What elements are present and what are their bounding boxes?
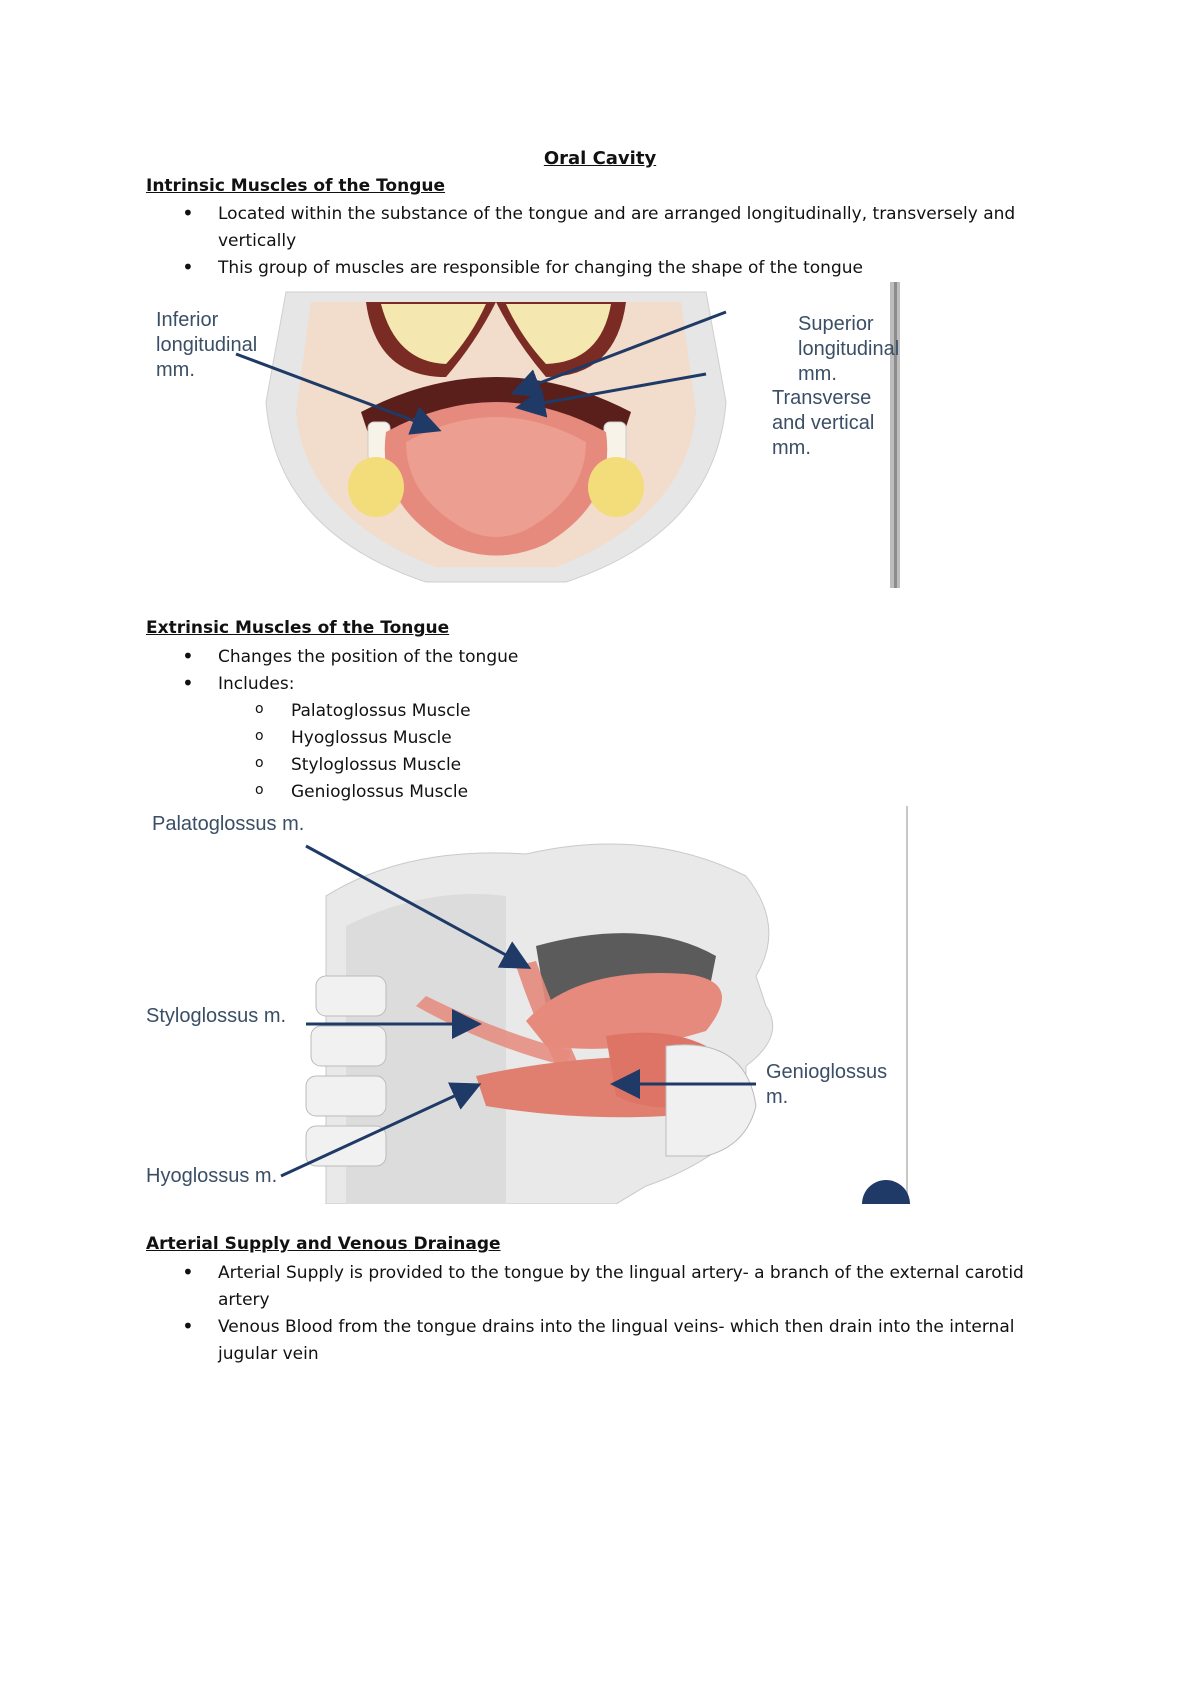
page-title: Oral Cavity: [543, 148, 657, 169]
supply-bullet-list: Arterial Supply is provided to the tongu…: [146, 1259, 1076, 1368]
extrinsic-heading: Extrinsic Muscles of the Tongue: [146, 618, 450, 638]
list-item: Located within the substance of the tong…: [146, 200, 1076, 255]
extrinsic-muscles-figure: Palatoglossus m. Styloglossus m. Geniogl…: [146, 806, 916, 1204]
head-neck-sagittal-image: [280, 806, 910, 1204]
includes-label: Includes:: [218, 674, 295, 694]
inferior-longitudinal-label: Inferior longitudinal mm.: [156, 309, 258, 381]
hyoglossus-label: Hyoglossus m.: [146, 1165, 278, 1187]
transverse-vertical-label: Transverse and vertical mm.: [772, 387, 875, 459]
list-item: Changes the position of the tongue: [146, 643, 1076, 671]
intrinsic-bullet-list: Located within the substance of the tong…: [146, 200, 1076, 282]
list-item: This group of muscles are responsible fo…: [146, 254, 1076, 282]
intrinsic-muscles-figure: Inferior longitudinal mm. Superior longi…: [146, 282, 916, 588]
supply-heading: Arterial Supply and Venous Drainage: [146, 1234, 501, 1254]
list-item: Palatoglossus Muscle: [218, 696, 1076, 725]
list-item: Includes: Palatoglossus Muscle Hyoglossu…: [146, 670, 1076, 806]
superior-longitudinal-label: Superior longitudinal mm.: [798, 313, 900, 385]
styloglossus-label: Styloglossus m.: [146, 1005, 287, 1027]
extrinsic-bullet-list: Changes the position of the tongue Inclu…: [146, 643, 1076, 806]
intrinsic-heading: Intrinsic Muscles of the Tongue: [146, 176, 446, 196]
list-item: Venous Blood from the tongue drains into…: [146, 1313, 1076, 1368]
list-item: Styloglossus Muscle: [218, 750, 1076, 779]
list-item: Hyoglossus Muscle: [218, 723, 1076, 752]
palatoglossus-label: Palatoglossus m.: [152, 813, 305, 835]
list-item: Genioglossus Muscle: [218, 777, 1076, 806]
tongue-coronal-section-image: [235, 282, 900, 588]
list-item: Arterial Supply is provided to the tongu…: [146, 1259, 1076, 1314]
genioglossus-label: Genioglossus m.: [766, 1061, 888, 1108]
muscle-sublist: Palatoglossus Muscle Hyoglossus Muscle S…: [218, 696, 1076, 806]
